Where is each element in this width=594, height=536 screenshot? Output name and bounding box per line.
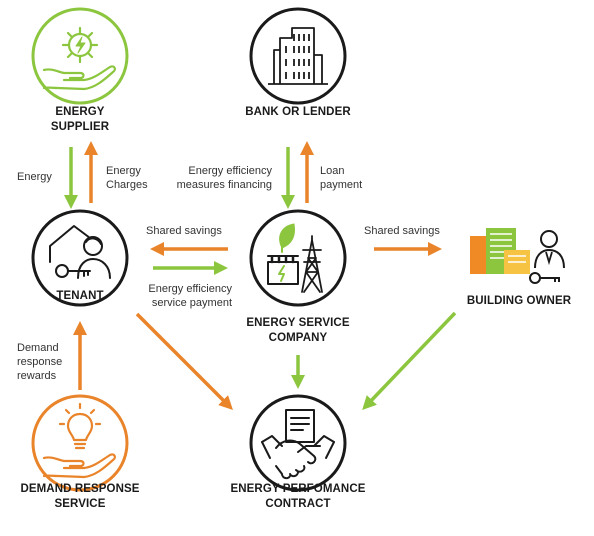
person-house-key-icon — [49, 225, 111, 279]
demand-response-rewards-edge-label-line2: response — [17, 356, 63, 368]
loan-payment-edge-label-line2: payment — [320, 179, 363, 191]
demand-response-rewards-edge-label-line1: Demand — [17, 342, 59, 354]
shared-savings-right-edge-label: Shared savings — [364, 224, 440, 238]
contract-label-line2: CONTRACT — [265, 498, 331, 510]
energy-edge-label: Energy — [17, 170, 52, 184]
demand-response-rewards-edge-label-line3: rewards — [17, 370, 57, 382]
bank-node — [249, 7, 347, 105]
loan-payment-edge-label: Loan payment — [320, 164, 362, 192]
contract-label: ENERGY PERFOMANCE CONTRACT — [218, 482, 378, 512]
plant-transformer-pylon-icon — [267, 223, 323, 293]
esco-label-line2: COMPANY — [268, 332, 328, 344]
demand-response-label-line2: SERVICE — [54, 498, 106, 510]
shared-savings-right-edge-label-line1: Shared savings — [364, 225, 440, 237]
bank-label: BANK OR LENDER — [228, 105, 368, 120]
loan-payment-edge-label-line1: Loan — [320, 165, 345, 177]
energy-charges-edge-label-line1: Energy — [106, 165, 141, 177]
ee-financing-edge-label: Energy efficiency measures financing — [170, 164, 272, 192]
buildings-person-key-icon — [470, 228, 565, 284]
hand-lightbulb-icon — [42, 402, 116, 479]
ee-service-payment-edge-label-line2: service payment — [151, 297, 232, 309]
tenant-label-line1: TENANT — [56, 290, 104, 302]
handshake-document-icon — [261, 409, 335, 480]
demand-response-node — [31, 394, 129, 492]
energy-supplier-node — [31, 7, 129, 105]
shared-savings-left-edge-label: Shared savings — [146, 224, 222, 238]
energy-charges-edge-label-line2: Charges — [106, 179, 148, 191]
building-owner-label-line1: BUILDING OWNER — [466, 295, 572, 307]
energy-supplier-label: ENERGY SUPPLIER — [30, 105, 130, 135]
esco-node — [249, 209, 347, 307]
building-owner-label: BUILDING OWNER — [454, 294, 584, 309]
contract-label-line1: ENERGY PERFOMANCE — [230, 483, 366, 495]
energy-charges-edge-label: Energy Charges — [106, 164, 148, 192]
demand-response-rewards-edge-label: Demand response rewards — [17, 341, 62, 383]
demand-response-label: DEMAND RESPONSE SERVICE — [10, 482, 150, 512]
esco-label-line1: ENERGY SERVICE — [246, 317, 350, 329]
demand-response-label-line1: DEMAND RESPONSE — [20, 483, 140, 495]
contract-node — [249, 394, 347, 492]
ee-service-payment-edge-label-line1: Energy efficiency — [148, 283, 232, 295]
bank-label-line1: BANK OR LENDER — [245, 106, 351, 118]
building-icon — [268, 27, 328, 85]
energy-edge-label-line1: Energy — [17, 171, 52, 183]
ee-financing-edge-label-line2: measures financing — [176, 179, 272, 191]
ee-financing-edge-label-line1: Energy efficiency — [188, 165, 272, 177]
arrow-owner-contract — [362, 311, 457, 411]
shared-savings-left-edge-label-line1: Shared savings — [146, 225, 222, 237]
ee-service-payment-edge-label: Energy efficiency service payment — [140, 282, 232, 310]
tenant-node — [31, 209, 129, 307]
building-owner-node — [470, 228, 565, 284]
arrow-tenant-contract — [135, 312, 233, 410]
hand-gear-bolt-icon — [42, 26, 116, 91]
tenant-label: TENANT — [40, 289, 120, 304]
energy-supplier-label-line1: ENERGY — [55, 106, 105, 118]
energy-supplier-label-line2: SUPPLIER — [50, 121, 110, 133]
esco-label: ENERGY SERVICE COMPANY — [228, 316, 368, 346]
